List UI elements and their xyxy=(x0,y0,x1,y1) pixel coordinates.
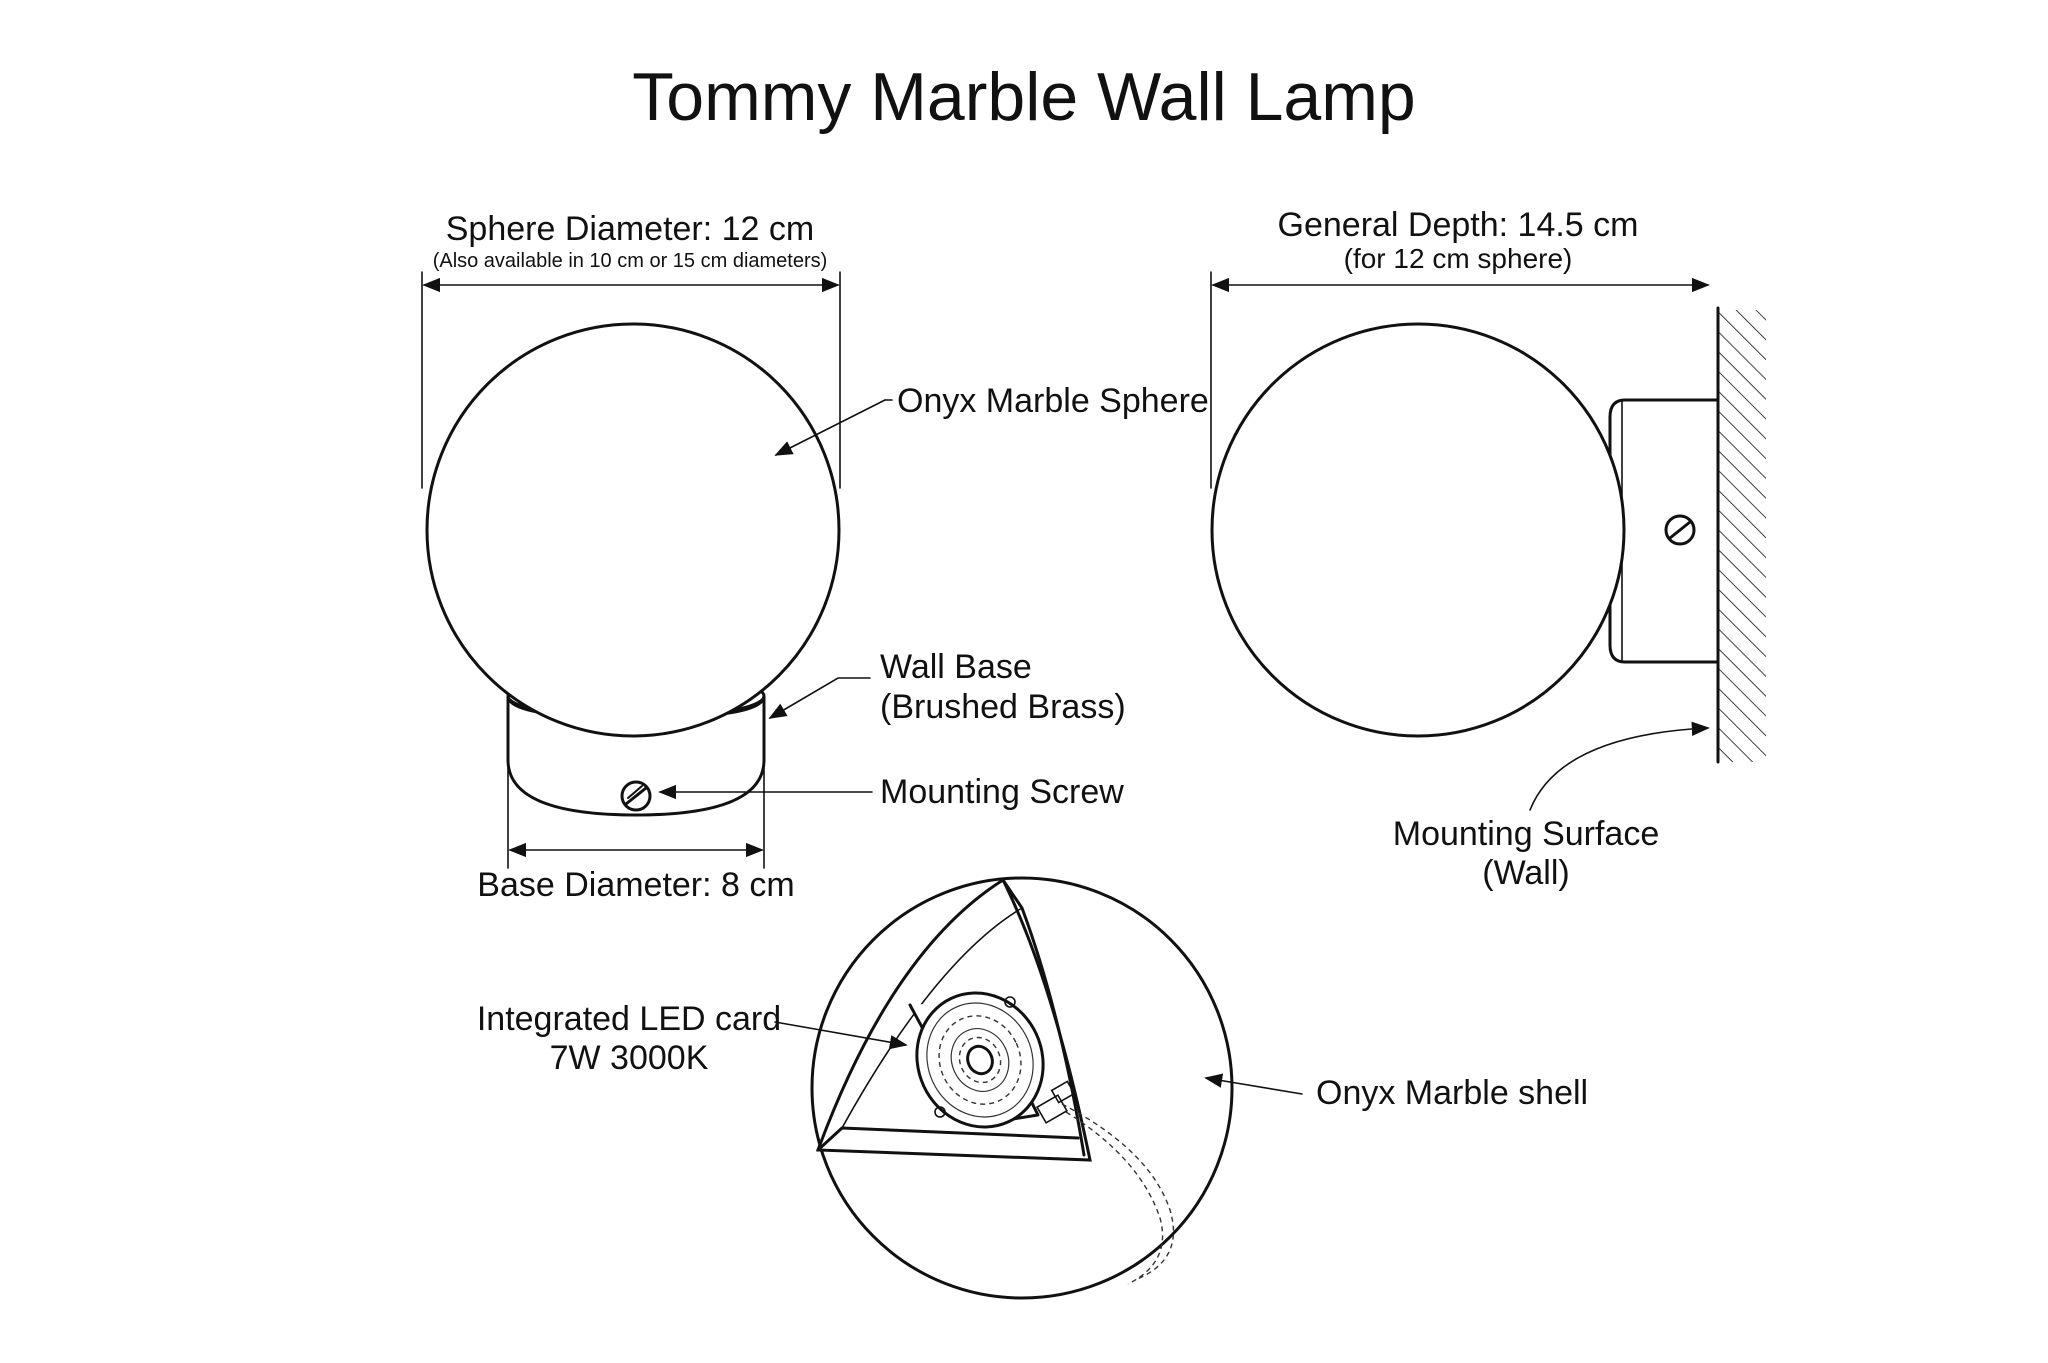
screw-callout: Mounting Screw xyxy=(880,773,1124,811)
wall-base-callout-line1: Wall Base xyxy=(880,648,1032,686)
depth-note: (for 12 cm sphere) xyxy=(1344,243,1573,274)
surface-callout-line1: Mounting Surface xyxy=(1393,815,1660,853)
led-callout-line2: 7W 3000K xyxy=(550,1039,709,1077)
base-diameter-label: Base Diameter: 8 cm xyxy=(477,866,794,904)
depth-label: General Depth: 14.5 cm xyxy=(1278,206,1639,244)
front-view: Sphere Diameter: 12 cm (Also available i… xyxy=(421,210,1209,904)
shell-leader xyxy=(1204,1073,1303,1095)
wall-base-callout-line2: (Brushed Brass) xyxy=(880,688,1126,726)
led-wire-1 xyxy=(1061,1103,1175,1281)
led-wire-2 xyxy=(1065,1111,1164,1285)
shell-thickness-top xyxy=(1001,878,1086,1157)
led-module-icon xyxy=(908,991,1076,1129)
surface-leader xyxy=(1529,721,1710,811)
onyx-marble-sphere xyxy=(425,322,841,738)
wall-base-leader xyxy=(768,677,871,719)
side-sphere xyxy=(1210,322,1626,738)
side-view: General Depth: 14.5 cm (for 12 cm sphere… xyxy=(1210,206,1766,892)
cutaway-view: Integrated LED card 7W 3000K Onyx Marble… xyxy=(477,876,1588,1300)
led-callout-line1: Integrated LED card xyxy=(477,1000,781,1038)
side-wall-base xyxy=(1608,398,1720,664)
sphere-diameter-label: Sphere Diameter: 12 cm xyxy=(446,210,815,248)
surface-callout-line2: (Wall) xyxy=(1482,854,1570,892)
side-screw-icon xyxy=(1664,514,1696,546)
sphere-callout: Onyx Marble Sphere xyxy=(897,382,1209,420)
sphere-leader xyxy=(774,399,886,456)
inner-cavity xyxy=(841,907,1023,1129)
mounting-screw-icon xyxy=(620,780,652,812)
led-leader xyxy=(774,1021,908,1050)
sphere-diameter-note: (Also available in 10 cm or 15 cm diamet… xyxy=(433,250,828,272)
wall-hatching xyxy=(1716,306,1766,764)
shell-callout: Onyx Marble shell xyxy=(1316,1074,1588,1112)
drawing-title: Tommy Marble Wall Lamp xyxy=(632,59,1415,135)
